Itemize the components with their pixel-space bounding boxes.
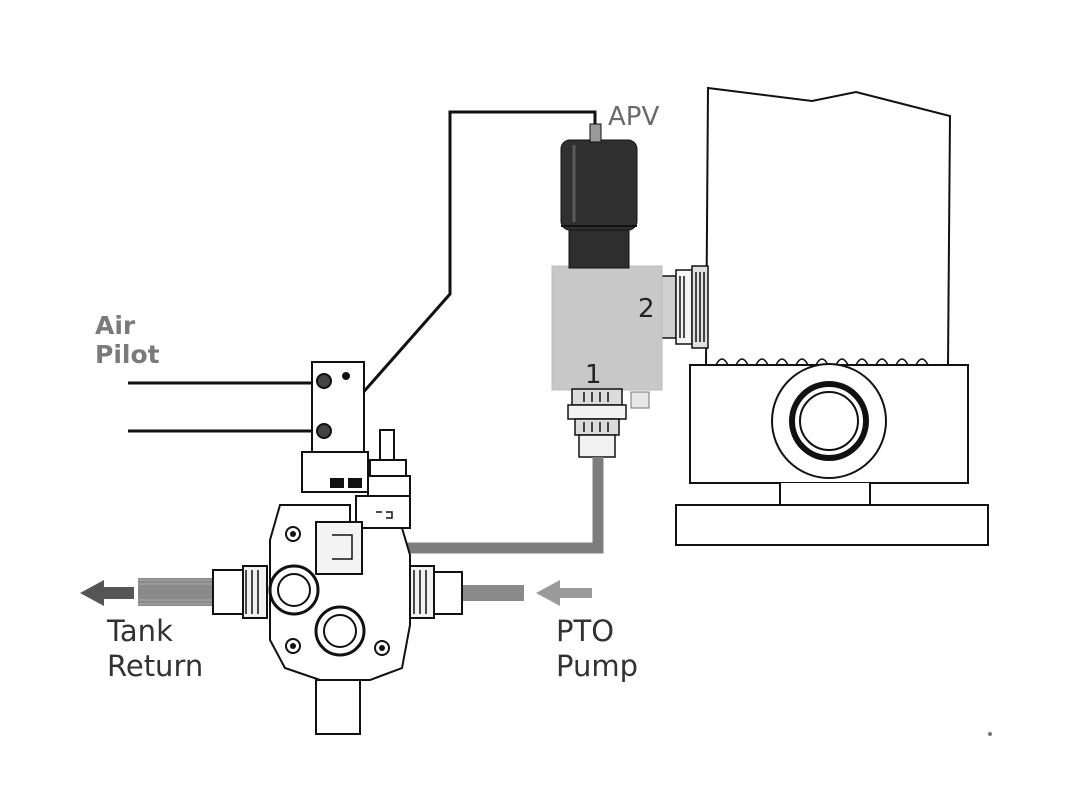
apv-valve	[551, 123, 663, 458]
stray-dot	[988, 732, 992, 736]
apv-air-port	[589, 123, 602, 143]
tank-return-label: Tank Return	[107, 617, 203, 687]
tank-return-label-line1: Tank	[107, 614, 173, 648]
shaft-bore-ring	[799, 391, 859, 451]
port-1-fitting	[567, 388, 627, 458]
air-pilot-label: Air Pilot	[95, 313, 160, 371]
apv-label: APV	[608, 102, 660, 132]
machine-housing	[675, 86, 989, 546]
air-pilot-hose	[328, 110, 597, 431]
pto-pump-arrow	[536, 580, 592, 606]
port-2-label: 2	[638, 294, 655, 324]
machine-weld-marks	[715, 358, 929, 366]
apv-small-fitting	[630, 391, 650, 409]
pto-pump-hose	[462, 585, 524, 601]
machine-saddle	[779, 483, 871, 506]
pto-pump-label: PTO Pump	[556, 617, 638, 687]
machine-base-plate	[675, 504, 989, 546]
pto-pump-label-line1: PTO	[556, 614, 615, 648]
apv-valve-body	[551, 265, 663, 391]
tank-return-fitting	[212, 569, 244, 615]
shaft-bore-inner	[789, 381, 869, 461]
apv-actuator-cylinder	[560, 139, 638, 231]
control-valve	[212, 361, 463, 735]
shaft-bore-outer	[771, 363, 887, 479]
port-1-hose	[360, 457, 604, 554]
pto-pump-label-line2: Pump	[556, 649, 639, 683]
relief-stem	[379, 429, 395, 461]
air-pilot-label-line2: Pilot	[95, 340, 160, 369]
tank-return-arrow	[80, 580, 134, 606]
tank-return-label-line2: Return	[107, 649, 204, 683]
tank-return-hose	[138, 578, 218, 606]
machine-upper-body	[704, 86, 952, 366]
air-pilot-label-line1: Air	[95, 311, 136, 340]
port-1-label: 1	[585, 360, 602, 390]
port-2-fitting	[659, 265, 709, 349]
apv-actuator-lower	[568, 227, 630, 269]
valve-bottom-outlet	[315, 679, 361, 735]
